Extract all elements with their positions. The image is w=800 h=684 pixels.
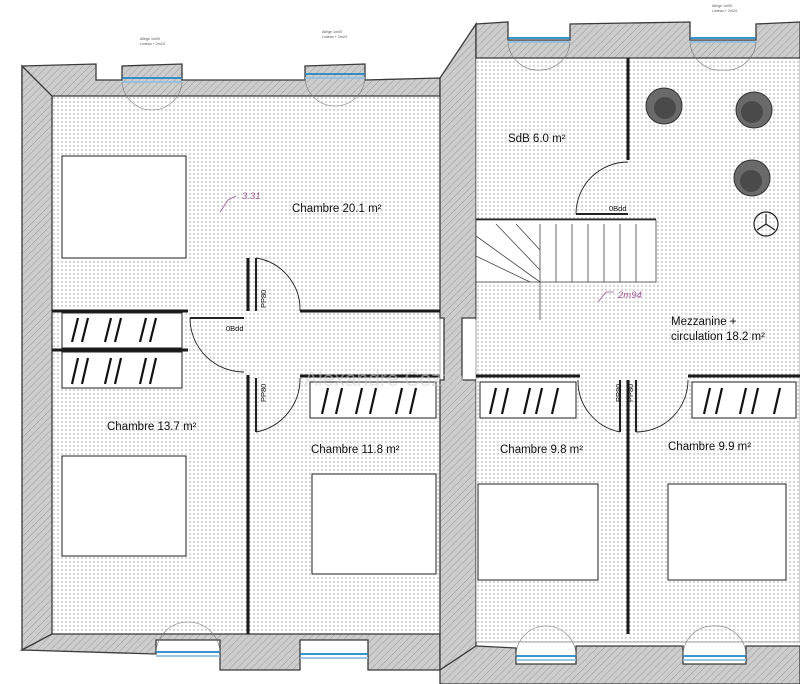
window-note-linteau: Linteau + 2m24 xyxy=(140,42,165,46)
window-note-allege: Allège 1m00 xyxy=(140,37,160,41)
door-tag-pp80: PP80 xyxy=(614,384,623,402)
room-label-chambre-9-9: Chambre 9.9 m² xyxy=(668,441,751,453)
beds xyxy=(61,155,787,581)
door-tag-pp80: PP80 xyxy=(259,384,268,402)
window-note-allege: Allège 1m00 xyxy=(712,4,732,8)
armchairs xyxy=(645,87,773,197)
room-label-chambre-20: Chambre 20.1 m² xyxy=(292,203,382,215)
room-label-mezzanine: Mezzanine + xyxy=(671,316,737,328)
window-note-allege: Allège 1m00 xyxy=(322,30,342,34)
watermark: Alexandre Cozzo xyxy=(304,368,464,391)
door-tag-pp80: PP80 xyxy=(259,290,268,308)
windows xyxy=(122,37,756,661)
room-label-sdb: SdB 6.0 m² xyxy=(508,133,566,145)
room-label-chambre-11: Chambre 11.8 m² xyxy=(311,444,400,456)
door-tag-obdd: 0Bdd xyxy=(226,324,244,333)
staircase xyxy=(475,219,657,320)
door-tag-obdd: 0Bdd xyxy=(609,204,627,213)
doors xyxy=(189,161,689,433)
partitions xyxy=(52,58,800,634)
door-tags: PP80 PP80 PP80 PP80 0Bdd 0Bdd xyxy=(226,204,635,402)
room-label-circulation: circulation 18.2 m² xyxy=(671,331,765,343)
door-tag-pp80: PP80 xyxy=(626,384,635,402)
window-note-linteau: Linteau + 2m24 xyxy=(322,35,347,39)
window-swings xyxy=(121,41,757,657)
armchair-icon xyxy=(645,87,683,125)
detector-icon xyxy=(753,211,779,237)
window-notes: Allège 1m00 Linteau + 2m24 Allège 1m00 L… xyxy=(140,4,737,46)
wardrobe-hangers xyxy=(70,317,782,415)
ceiling-height-right: 2m94 xyxy=(617,290,642,301)
armchair-icon xyxy=(735,91,773,129)
armchair-icon xyxy=(733,159,771,197)
ceiling-height-left: 3.31 xyxy=(242,191,261,202)
room-label-chambre-9-8: Chambre 9.8 m² xyxy=(500,444,583,456)
room-label-chambre-13: Chambre 13.7 m² xyxy=(107,421,197,433)
window-note-linteau: Linteau + 2m24 xyxy=(712,9,737,13)
room-labels: Chambre 20.1 m² SdB 6.0 m² Mezzanine + c… xyxy=(107,133,765,456)
height-markers xyxy=(219,195,614,303)
